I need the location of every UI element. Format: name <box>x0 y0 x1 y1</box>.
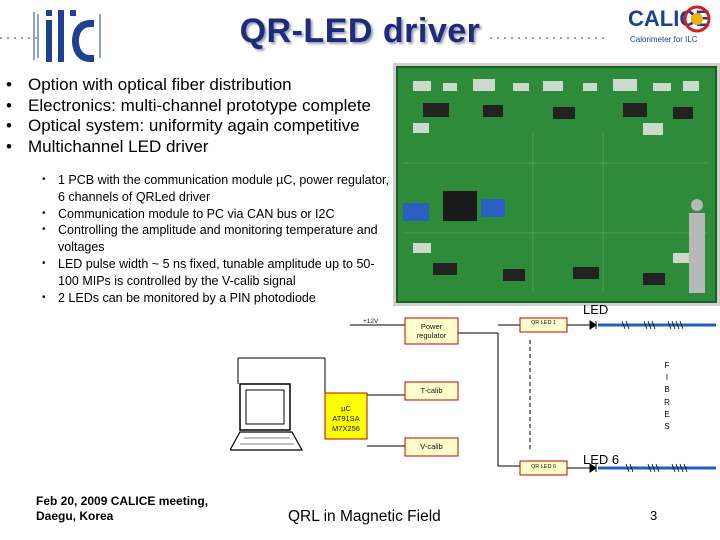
microcontroller-box: µC AT91SA M7X256 <box>325 404 367 434</box>
sub-bullet: LED pulse width ~ 5 ns fixed, tunable am… <box>40 256 392 290</box>
title-dots-right <box>490 37 608 39</box>
calice-logo-subtitle: Calorimeter for ILC <box>630 35 698 44</box>
fibres-letter: B <box>664 385 670 395</box>
sub-bullet: Controlling the amplitude and monitoring… <box>40 222 392 256</box>
led-top-label: LED <box>583 302 609 317</box>
fibres-label: F I B R E S <box>662 360 672 433</box>
ilc-logo <box>33 10 101 62</box>
power-regulator-label: regulator <box>416 331 447 340</box>
fibres-letter: R <box>664 397 670 407</box>
slide-title: QR-LED driver <box>239 12 481 50</box>
main-bullet: Option with optical fiber distribution <box>6 75 371 96</box>
v-calib-box: V-calib <box>420 442 443 451</box>
page-number: 3 <box>650 508 658 523</box>
fibres-letter: F <box>664 361 670 370</box>
t-calib-box: T-calib <box>420 386 443 395</box>
main-bullet-list: Option with optical fiber distribution E… <box>6 75 371 157</box>
fibres-letter: S <box>664 422 670 432</box>
footer-title: QRL in Magnetic Field <box>288 508 441 525</box>
fibres-letter: I <box>665 373 669 383</box>
diagram-12v-label: +12V <box>363 318 379 325</box>
sub-bullet: Communication module to PC via CAN bus o… <box>40 206 392 223</box>
footer-meeting-info: Feb 20, 2009 CALICE meeting, Daegu, Kore… <box>36 494 208 524</box>
sub-bullet-list: 1 PCB with the communication module µC, … <box>40 172 392 306</box>
footer-meeting-line: Daegu, Korea <box>36 509 114 523</box>
sub-bullet: 2 LEDs can be monitored by a PIN photodi… <box>40 290 392 307</box>
calice-logo: CALICE Calorimeter for ILC <box>628 2 718 50</box>
microcontroller-label: µC <box>341 404 351 413</box>
sub-bullet: 1 PCB with the communication module µC, … <box>40 172 392 206</box>
block-diagram <box>230 317 716 476</box>
fibres-letter: E <box>664 409 670 419</box>
power-regulator-label: Power <box>420 322 443 331</box>
led-diode-icon <box>589 320 597 473</box>
footer-meeting-line: Feb 20, 2009 CALICE meeting, <box>36 494 209 508</box>
led-6-label: LED 6 <box>583 452 620 467</box>
qrled-1-box: QR LED 1 <box>530 320 557 326</box>
main-bullet: Multichannel LED driver <box>6 137 371 158</box>
pcb-photo <box>393 63 720 306</box>
main-bullet: Optical system: uniformity again competi… <box>6 116 371 137</box>
computer-icon <box>230 383 304 451</box>
power-regulator-box: Power regulator <box>405 322 458 340</box>
qrled-6-box: QR LED 6 <box>530 464 557 470</box>
main-bullet: Electronics: multi-channel prototype com… <box>6 96 371 117</box>
microcontroller-label: M7X256 <box>332 424 360 433</box>
calice-ring-icon <box>683 5 711 33</box>
microcontroller-label: AT91SA <box>332 414 360 423</box>
